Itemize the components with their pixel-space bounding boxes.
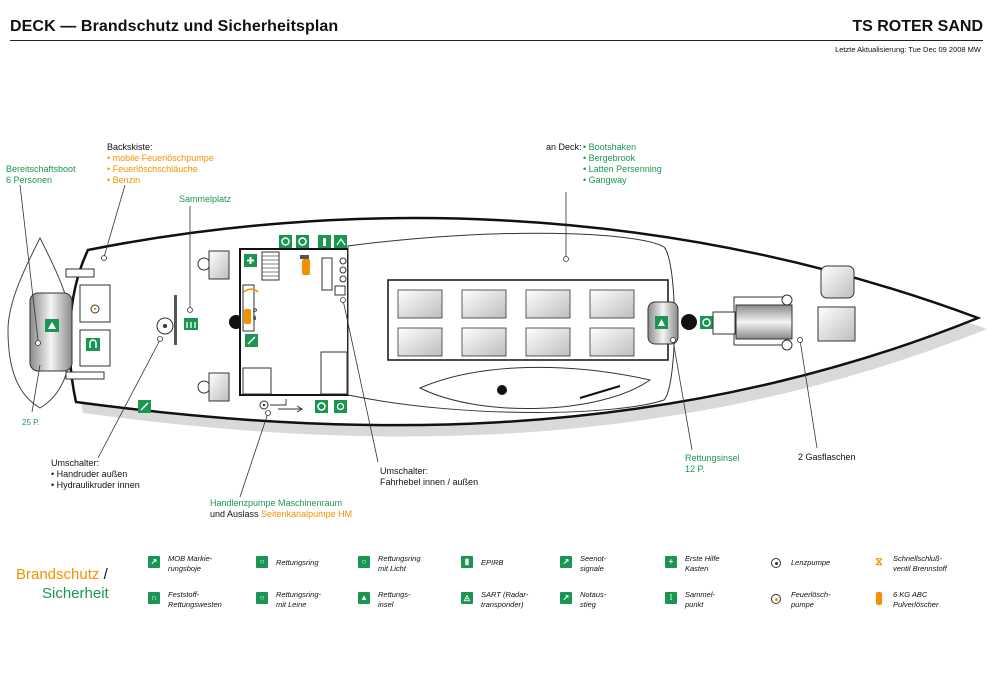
mob-marker-icon: ↗	[148, 556, 160, 568]
header-divider	[10, 40, 983, 41]
label-umschalter-ruder: Umschalter: Handruder außen Hydraulikrud…	[51, 458, 140, 491]
distress-signal-icon: ↗	[560, 556, 572, 568]
muster-point-icon: ⁞	[665, 592, 677, 604]
page-title: DECK — Brandschutz und Sicherheitsplan	[10, 18, 339, 35]
legend-label: EPIRB	[481, 558, 504, 567]
extinguisher-mark: P 6	[253, 309, 258, 322]
an-deck-item: Gangway	[583, 175, 662, 186]
label-bereitschaftsboot: Bereitschaftsboot 6 Personen	[6, 164, 76, 185]
legend-label: Feststoff-Rettungswesten	[168, 590, 222, 609]
liferaft-icon: ▲	[358, 592, 370, 604]
legend-sicherheit: Sicherheit	[42, 585, 109, 602]
label-sammelplatz: Sammelplatz	[179, 194, 232, 204]
label-an-deck: an Deck:	[546, 142, 582, 152]
legend-label: Rettungsring	[276, 558, 319, 567]
an-deck-item: Latten Persenning	[583, 164, 662, 175]
backskiste-item: mobile Feuerlöschpumpe	[107, 153, 214, 164]
umschalter-item: Hydraulikruder innen	[51, 480, 140, 491]
lifebuoy-symbol-top	[296, 235, 309, 248]
lifebuoy-symbol-fore	[700, 316, 713, 329]
label-umschalter-fahrhebel: Umschalter: Fahrhebel innen / außen	[380, 466, 479, 487]
lifebuoy-symbol-aft	[315, 400, 328, 413]
legend-label: Sammel-punkt	[685, 590, 716, 609]
umschalter-item: Handruder außen	[51, 469, 140, 480]
lifebuoy-line-symbol	[334, 400, 347, 413]
legend-label: Schnellschluß-ventil Brennstoff	[893, 554, 947, 573]
legend-label: Rettungsring-mit Leine	[276, 590, 322, 609]
legend-label: Rettungs-insel	[378, 590, 411, 609]
last-updated: Letzte Aktualisierung: Tue Dec 09 2008 M…	[835, 45, 981, 54]
lifebuoy-light-icon: ○	[358, 556, 370, 568]
an-deck-item: Bootshaken	[583, 142, 662, 153]
legend-label: MOB Markie-rungsboje	[168, 554, 213, 573]
fire-pump-icon	[771, 594, 781, 604]
sart-symbol	[334, 235, 347, 248]
emergency-exit-icon: ↗	[560, 592, 572, 604]
backskiste-item: Benzin	[107, 175, 214, 186]
epirb-icon: ▮	[461, 556, 473, 568]
shutoff-valve-icon: ⧖	[875, 556, 883, 568]
label-gasflaschen: 2 Gasflaschen	[798, 452, 856, 462]
label-handlenzpumpe: Handlenzpumpe Maschinenraum und Auslass …	[210, 498, 353, 519]
lifebuoy-light-symbol	[279, 235, 292, 248]
lifebuoy-icon: ○	[256, 556, 268, 568]
extinguisher-icon	[876, 592, 882, 605]
sart-icon: ◬	[461, 592, 473, 604]
legend-label: Feuerlösch-pumpe	[791, 590, 831, 609]
bilge-pump-icon	[771, 558, 781, 568]
label-boat-capacity: 25 P.	[22, 418, 40, 427]
an-deck-list: Bootshaken Bergebrook Latten Persenning …	[583, 142, 662, 186]
lifebuoy-line-icon: ○	[256, 592, 268, 604]
extinguisher-symbol-house	[244, 309, 251, 324]
an-deck-item: Bergebrook	[583, 153, 662, 164]
legend-label: SART (Radar-transponder)	[481, 590, 529, 609]
life-jacket-icon: ∩	[148, 592, 160, 604]
label-rettungsinsel: Rettungsinsel 12 P.	[685, 453, 740, 474]
extinguisher-symbol-top	[302, 259, 310, 275]
legend-label: Lenzpumpe	[791, 558, 831, 567]
legend-brandschutz: Brandschutz /	[16, 566, 108, 583]
first-aid-icon: +	[665, 556, 677, 568]
label-backskiste: Backskiste: mobile Feuerlöschpumpe Feuer…	[107, 142, 214, 186]
ship-name: TS ROTER SAND	[852, 18, 983, 35]
backskiste-item: Feuerlöschschläuche	[107, 164, 214, 175]
legend-label: Notaus-stieg	[580, 590, 607, 609]
legend-label: Seenot-signale	[580, 554, 607, 573]
